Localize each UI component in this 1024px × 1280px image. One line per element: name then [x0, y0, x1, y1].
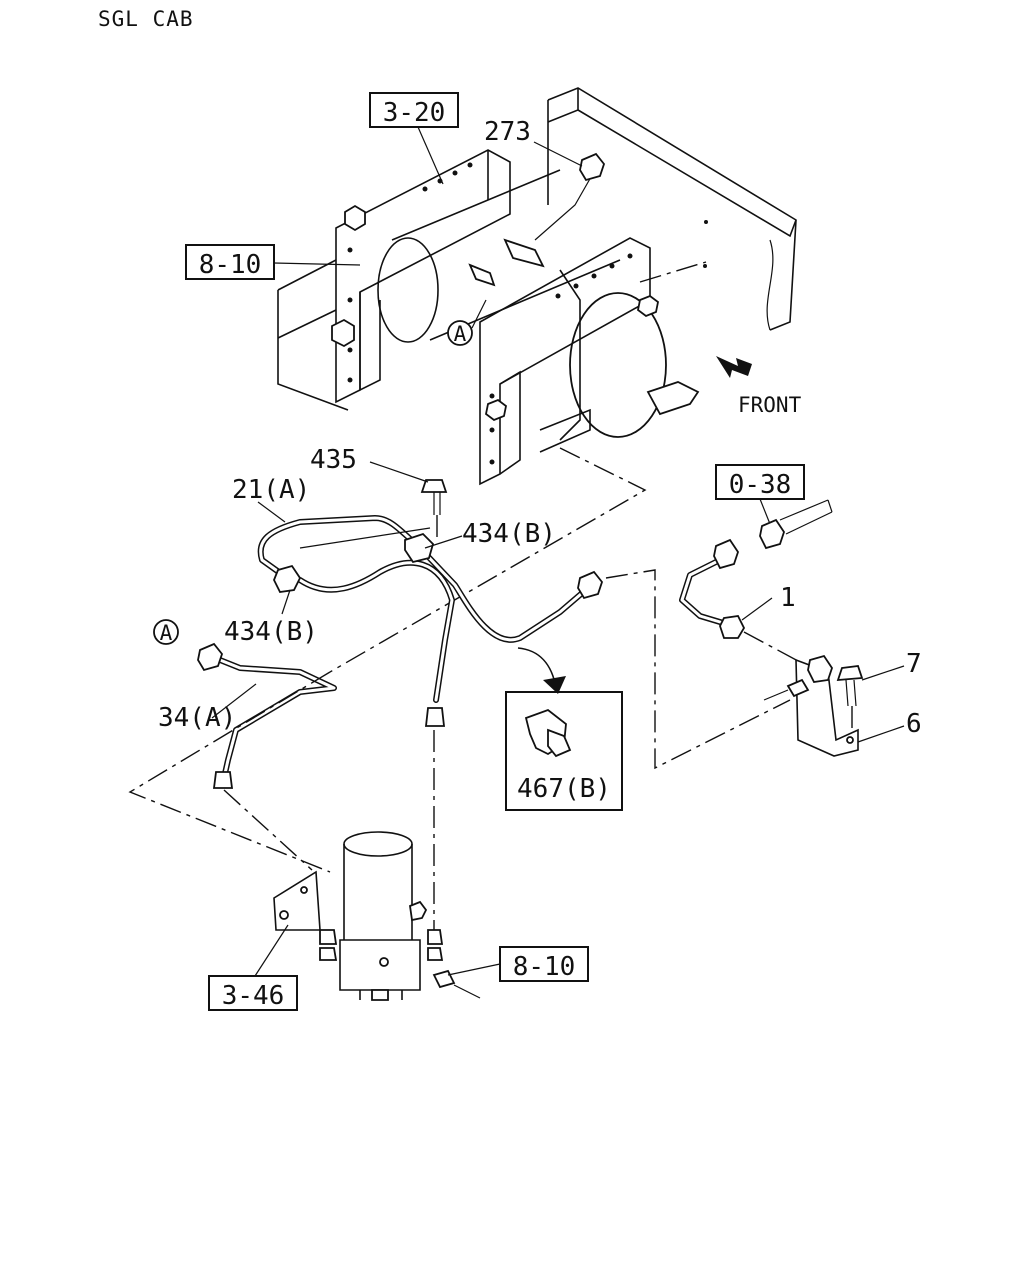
part-273-label: 273	[484, 117, 531, 147]
leader-0-38	[759, 498, 771, 525]
callout-3-46-text: 3-46	[222, 981, 285, 1011]
part-434b-upper-label: 434(B)	[462, 519, 556, 549]
leader-435	[369, 461, 429, 483]
connector-8-10	[432, 963, 501, 999]
leader-rail	[639, 261, 707, 283]
leader-21a	[257, 501, 286, 523]
leader-434b-link	[299, 527, 431, 549]
leader-434b-lower	[281, 589, 291, 615]
air-dryer-valve	[273, 831, 444, 1001]
leader-3-46	[254, 924, 289, 977]
detail-467b[interactable]: 467(B)	[505, 691, 623, 811]
detail-arrow-head	[543, 676, 566, 694]
callout-3-20[interactable]: 3-20	[369, 92, 459, 128]
detail-467b-text: 467(B)	[517, 774, 611, 804]
pipe-1	[679, 538, 746, 639]
leader-8-10-top	[273, 262, 361, 266]
part-34a-label: 34(A)	[158, 703, 236, 733]
callout-0-38-text: 0-38	[729, 470, 792, 500]
line-273	[534, 169, 596, 241]
part-6-label: 6	[906, 709, 922, 739]
marker-a-lower-text: A	[160, 621, 173, 645]
part-7-label: 7	[906, 649, 922, 679]
bolt-435	[420, 479, 448, 540]
leader-434b-upper	[424, 535, 463, 549]
leader-7	[861, 665, 905, 681]
leader-34a-down	[223, 789, 313, 871]
callout-3-46[interactable]: 3-46	[208, 975, 298, 1011]
callout-8-10-top-text: 8-10	[199, 250, 262, 280]
leader-pipe21-to-bracket	[605, 569, 791, 770]
leader-1	[741, 597, 773, 621]
fitting-0-38	[759, 499, 833, 550]
marker-a-lower[interactable]: A	[153, 619, 179, 645]
callout-8-10-top[interactable]: 8-10	[185, 244, 275, 280]
callout-3-20-text: 3-20	[383, 98, 446, 128]
callout-8-10-bottom[interactable]: 8-10	[499, 946, 589, 982]
air-tank	[377, 169, 700, 441]
leader-34a	[211, 683, 257, 719]
part-1-label: 1	[780, 583, 796, 613]
leader-tank-to-pipes	[329, 447, 647, 673]
header-title: SGL CAB	[98, 7, 194, 31]
bracket-6	[763, 654, 859, 757]
part-434b-lower-label: 434(B)	[224, 617, 318, 647]
front-arrow: FRONT	[716, 356, 802, 417]
callout-8-10-bottom-text: 8-10	[513, 952, 576, 982]
frame-rail	[547, 87, 797, 331]
callout-0-38[interactable]: 0-38	[715, 464, 805, 500]
part-435-label: 435	[310, 445, 357, 475]
leader-6	[857, 725, 905, 743]
rear-bracket-frame	[277, 149, 511, 411]
marker-a-upper-text: A	[454, 322, 467, 346]
front-label: FRONT	[738, 393, 802, 417]
marker-a-upper[interactable]: A	[447, 320, 473, 346]
front-bracket-frame	[479, 237, 659, 486]
leader-pipe34-to-valve	[128, 671, 331, 873]
bolt-7	[836, 665, 864, 730]
pipe-34a	[197, 642, 337, 789]
fitting-273	[579, 152, 606, 182]
leader-273	[533, 141, 583, 167]
leader-a-upper	[471, 299, 487, 329]
pipe-21a	[257, 515, 604, 727]
leader-3-20	[417, 126, 444, 185]
part-21a-label: 21(A)	[232, 475, 310, 505]
leader-pipe1-bracket	[743, 631, 801, 663]
